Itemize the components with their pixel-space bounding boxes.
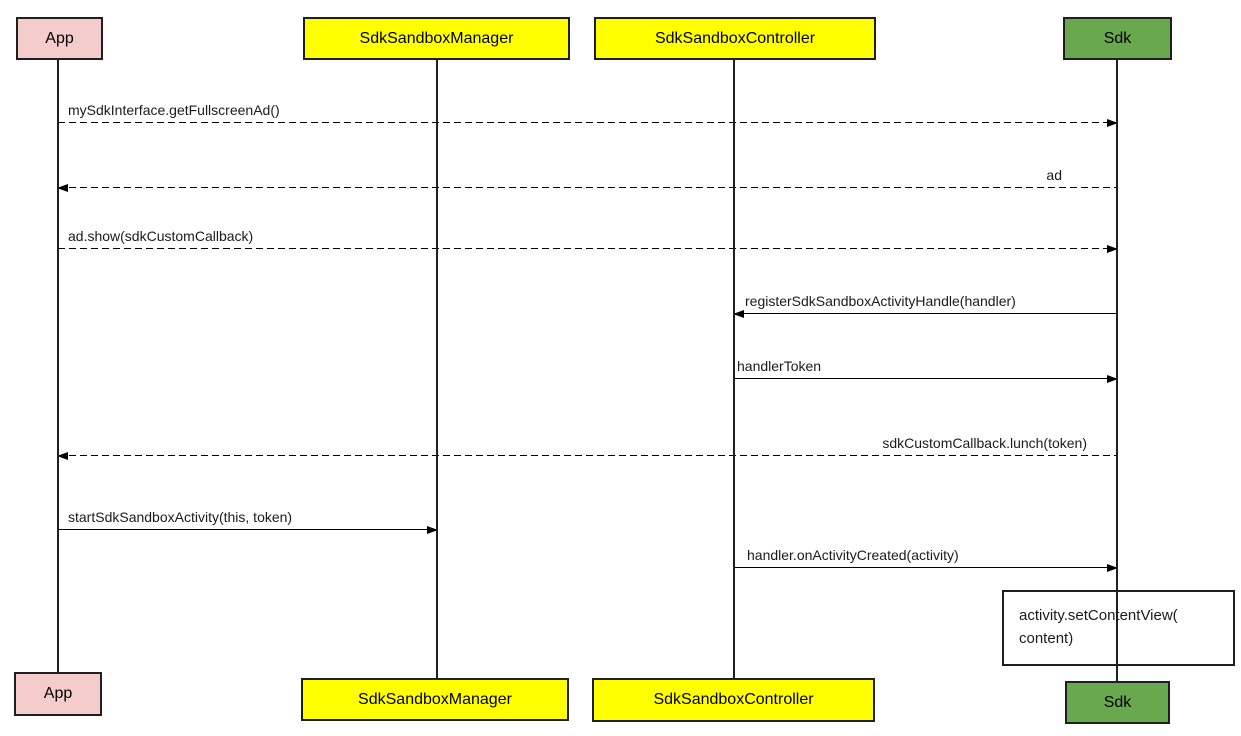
solid-line [58,528,437,530]
lifeline-app [57,60,59,672]
arrowhead-right-icon [427,525,438,534]
participant-controller-bottom: SdkSandboxController [592,678,875,722]
arrowhead-right-icon [1107,374,1118,383]
dashed-line [58,121,1117,123]
message-ad-show: ad.show(sdkCustomCallback) [58,223,1118,253]
participant-controller-top: SdkSandboxController [594,17,876,60]
message-on-activity-created: handler.onActivityCreated(activity) [734,542,1118,572]
message-label: registerSdkSandboxActivityHandle(handler… [745,293,1016,309]
message-callback-lunch: sdkCustomCallback.lunch(token) [57,430,1117,460]
message-label: startSdkSandboxActivity(this, token) [68,509,293,525]
participant-manager-top: SdkSandboxManager [303,17,570,60]
participant-app-top: App [16,17,103,60]
message-handler-token: handlerToken [734,353,1118,383]
dashed-line [58,454,1117,456]
message-start-sandbox-activity: startSdkSandboxActivity(this, token) [58,504,438,534]
arrowhead-right-icon [1107,118,1118,127]
participant-manager-bottom: SdkSandboxManager [301,678,569,721]
solid-line [734,377,1117,379]
message-get-fullscreen-ad: mySdkInterface.getFullscreenAd() [58,97,1118,127]
message-register-activity-handle: registerSdkSandboxActivityHandle(handler… [733,288,1117,318]
dashed-line [58,186,1117,188]
message-label: sdkCustomCallback.lunch(token) [882,435,1087,451]
arrowhead-left-icon [733,309,744,318]
lifeline-controller [733,60,735,678]
message-label: mySdkInterface.getFullscreenAd() [68,102,280,118]
message-label: handlerToken [737,358,822,374]
dashed-line [58,247,1117,249]
participant-sdk-top: Sdk [1063,17,1172,60]
participant-app-bottom: App [14,672,102,716]
arrowhead-left-icon [57,451,68,460]
arrowhead-right-icon [1107,563,1118,572]
note-set-content-view: activity.setContentView( content) [1002,590,1235,666]
lifeline-manager [436,60,438,678]
arrowhead-right-icon [1107,244,1118,253]
message-label: ad [1046,167,1062,183]
lifeline-sdk [1116,60,1118,681]
solid-line [734,312,1117,314]
solid-line [734,566,1117,568]
message-label: ad.show(sdkCustomCallback) [68,228,254,244]
participant-sdk-bottom: Sdk [1065,681,1170,724]
arrowhead-left-icon [57,183,68,192]
message-ad: ad [57,162,1117,192]
message-label: handler.onActivityCreated(activity) [747,547,959,563]
